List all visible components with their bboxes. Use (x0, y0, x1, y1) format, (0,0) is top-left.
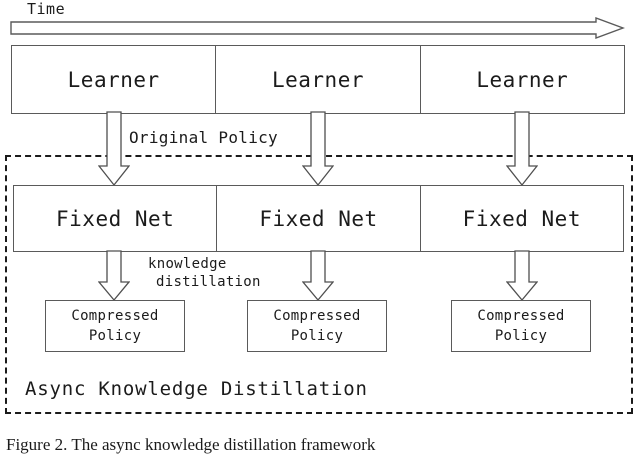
learner-row: Learner Learner Learner (11, 45, 625, 114)
compressed-policy-line2: Policy (88, 328, 142, 344)
down-block-arrow-icon (506, 250, 538, 302)
knowledge-distillation-label: knowledge distillation (148, 255, 268, 291)
compressed-policy-line2: Policy (494, 328, 548, 344)
down-block-arrow-icon (302, 111, 334, 187)
right-block-arrow-icon (10, 17, 625, 39)
async-knowledge-distillation-title: Async Knowledge Distillation (25, 378, 368, 400)
knowledge-distillation-label-line1: knowledge (148, 256, 227, 272)
compressed-policy-line1: Compressed (71, 308, 159, 324)
learner-cell-3: Learner (419, 46, 624, 113)
learner-cell-2: Learner (215, 46, 419, 113)
fixed-net-cell-3: Fixed Net (419, 186, 623, 251)
down-block-arrow-icon (506, 111, 538, 187)
down-block-arrow-icon (302, 250, 334, 302)
knowledge-distillation-label-line2: distillation (156, 274, 261, 290)
original-policy-label: Original Policy (129, 128, 278, 147)
learner-cell-1: Learner (67, 67, 160, 92)
time-axis-label: Time (27, 0, 66, 18)
figure-caption: Figure 2. The async knowledge distillati… (6, 435, 376, 454)
compressed-policy-line1: Compressed (477, 308, 565, 324)
fixed-net-cell-2: Fixed Net (216, 186, 419, 251)
compressed-policy-line2: Policy (290, 328, 344, 344)
fixed-net-cell-1: Fixed Net (56, 206, 175, 231)
compressed-policy-box-2: Compressed Policy (247, 300, 387, 352)
down-block-arrow-icon (98, 250, 130, 302)
fixed-net-row: Fixed Net Fixed Net Fixed Net (13, 185, 624, 252)
compressed-policy-box-3: Compressed Policy (451, 300, 591, 352)
compressed-policy-box-1: Compressed Policy (45, 300, 185, 352)
down-block-arrow-icon (98, 111, 130, 187)
compressed-policy-line1: Compressed (273, 308, 361, 324)
